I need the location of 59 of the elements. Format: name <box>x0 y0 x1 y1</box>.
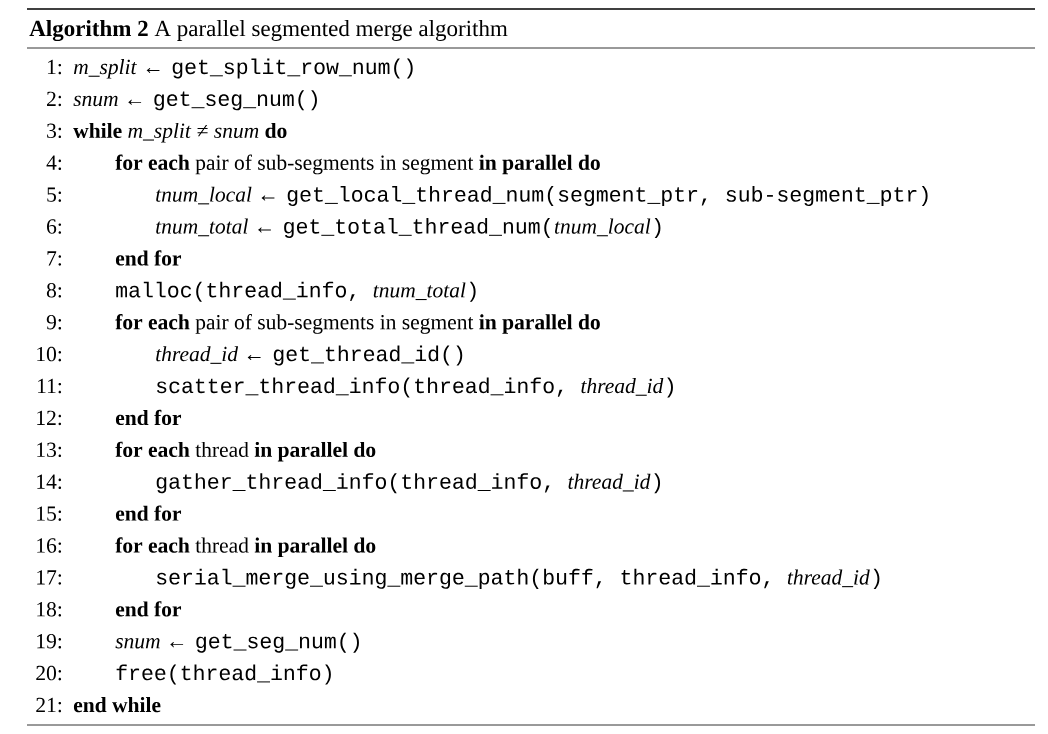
line-number: 9: <box>46 314 62 330</box>
pseudocode-text: tnum_local ← <box>156 186 275 205</box>
pseudocode-text: snum ← <box>115 638 184 649</box>
code-text: ) <box>469 281 476 302</box>
code-text: ) <box>873 568 880 589</box>
line-number: 20: <box>36 665 62 681</box>
keyword: end for <box>115 601 181 617</box>
pseudocode-text: for each thread in parallel do <box>115 537 376 558</box>
pseudocode-text: for each thread in parallel do <box>115 441 376 462</box>
variable-name: thread_id <box>568 473 651 492</box>
line-number: 17: <box>37 570 62 585</box>
variable-name: tnum_local <box>554 218 651 237</box>
code-text: gather_thread_info(thread_info, <box>156 473 550 494</box>
code-text: ) <box>667 377 673 398</box>
line-number: 1: <box>47 59 62 75</box>
code-text: scatter_thread_info(thread_info, <box>156 377 563 398</box>
keyword: end while <box>73 697 161 713</box>
variable-name: thread_id <box>581 378 664 396</box>
code-text: malloc(thread_info, <box>116 281 355 302</box>
line-number: 2: <box>47 91 62 107</box>
pseudocode-text: while m_split ≠ snum do <box>73 122 287 143</box>
line-number: 21: <box>36 697 62 713</box>
algorithm-title: Algorithm 2 A parallel segmented merge algorithm <box>29 20 508 42</box>
line-number: 14: <box>37 474 62 489</box>
code-text: get_total_thread_num( <box>284 217 550 238</box>
variable-name: tnum_total <box>373 282 466 301</box>
line-number: 10: <box>37 346 62 362</box>
code-text: get_thread_id() <box>273 345 463 366</box>
line-number: 19: <box>37 633 62 649</box>
code-text: serial_merge_using_merge_path(buff, thread_info, <box>156 568 769 589</box>
code-text: ) <box>654 217 661 238</box>
pseudocode-text: thread_id ← <box>156 346 261 364</box>
line-number: 16: <box>37 538 62 553</box>
pseudocode-text: tnum_total ← <box>156 218 271 237</box>
code-text: get_seg_num() <box>154 90 317 111</box>
keyword: end for <box>115 409 181 426</box>
line-number: 6: <box>47 219 62 234</box>
line-number: 7: <box>47 251 62 266</box>
pseudocode-text: for each pair of sub-segments in segment in parallel do <box>115 154 600 175</box>
line-number: 3: <box>47 123 62 139</box>
line-number: 13: <box>37 442 62 458</box>
code-text: get_seg_num() <box>196 632 359 653</box>
pseudocode-text: snum ← <box>73 95 142 107</box>
code-text: get_local_thread_num(segment_ptr, sub-segment_ptr) <box>287 186 928 207</box>
line-number: 5: <box>47 187 62 202</box>
keyword: end for <box>115 250 181 266</box>
code-text: free(thread_info) <box>116 664 331 685</box>
line-number: 11: <box>38 378 62 394</box>
line-number: 18: <box>37 602 62 617</box>
line-number: 15: <box>37 506 62 521</box>
line-number: 4: <box>46 155 62 170</box>
line-number: 12: <box>37 410 62 426</box>
code-text: get_split_row_num() <box>172 58 413 79</box>
variable-name: thread_id <box>787 569 870 588</box>
code-text: ) <box>654 473 661 494</box>
line-number: 8: <box>46 283 62 298</box>
pseudocode-text: m_split ← <box>74 59 160 79</box>
pseudocode-text: for each pair of sub-segments in segment in parallel do <box>115 314 600 334</box>
keyword: end for <box>115 505 181 521</box>
